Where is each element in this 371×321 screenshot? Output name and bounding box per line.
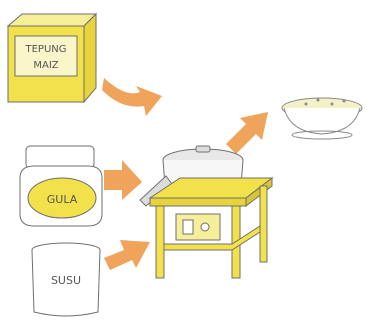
dessert-bowl <box>282 98 362 139</box>
arrow-can-to-stove <box>104 240 150 270</box>
arrow-jar-to-pan <box>104 160 142 200</box>
arrow-box-to-pan <box>102 78 162 116</box>
cornflour-box: TEPUNG MAIZ <box>8 14 96 102</box>
milk-can: SUSU <box>32 243 100 316</box>
box-label-bottom: MAIZ <box>33 60 58 71</box>
can-label: SUSU <box>51 274 81 287</box>
stove <box>150 178 272 278</box>
sugar-jar: GULA <box>20 146 102 226</box>
jar-label: GULA <box>47 193 78 206</box>
arrow-pan-to-bowl <box>226 112 268 154</box>
box-label-top: TEPUNG <box>24 44 66 55</box>
